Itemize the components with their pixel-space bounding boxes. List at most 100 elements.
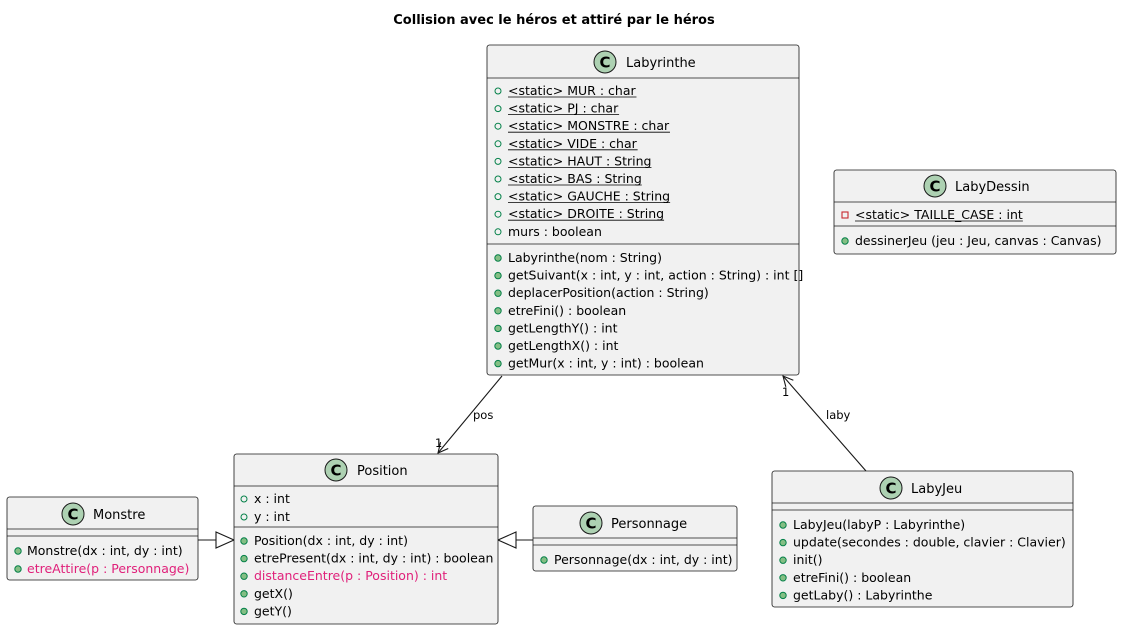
class-labyrinthe[interactable]: C Labyrinthe <static> MUR : char<static>… [486, 44, 803, 376]
public-method-icon [494, 342, 502, 350]
class-badge-icon: C [593, 50, 617, 74]
class-method: etreFini() : boolean [508, 303, 626, 318]
public-method-icon [779, 591, 787, 600]
public-method-icon [779, 521, 787, 529]
personnage-methods: Personnage(dx : int, dy : int) [540, 552, 733, 567]
class-personnage[interactable]: C Personnage Personnage(dx : int, dy : i… [532, 505, 738, 572]
public-attribute-icon [494, 105, 502, 113]
position-methods: Position(dx : int, dy : int) etrePresent(… [240, 533, 493, 618]
svg-text:C: C [885, 480, 896, 498]
class-method: Personnage(dx : int, dy : int) [554, 552, 733, 567]
generalization-personnage-edge [496, 531, 533, 549]
private-visibility-icon [841, 211, 849, 219]
class-method: getLaby() : Labyrinthe [793, 587, 933, 602]
class-method: LabyJeu(labyP : Labyrinthe) [793, 517, 965, 532]
class-method: getX() [254, 586, 293, 601]
class-badge-icon: C [879, 476, 903, 500]
class-attribute: <static> BAS : String [508, 171, 642, 186]
class-name-position: Position [357, 464, 408, 479]
public-attribute-icon [494, 175, 502, 183]
association-laby-multiplicity: 1 [782, 385, 789, 399]
public-method-icon [240, 537, 248, 545]
public-method-icon [779, 574, 787, 582]
labyrinthe-attributes: <static> MUR : char <static> PJ : char <st… [494, 83, 671, 239]
association-pos-label: pos [473, 408, 493, 422]
public-method-icon [494, 324, 502, 333]
class-attribute: y : int [254, 509, 290, 524]
class-attribute: x : int [254, 491, 290, 506]
public-method-icon [240, 572, 248, 580]
labydessin-attributes: <static> TAILLE_CASE : int [841, 207, 1023, 222]
class-method: Position(dx : int, dy : int) [254, 533, 408, 548]
class-method: dessinerJeu (jeu : Jeu, canvas : Canvas) [855, 233, 1101, 248]
class-method: Monstre(dx : int, dy : int) [27, 543, 183, 558]
generalization-monstre-edge [198, 531, 236, 549]
public-attribute-icon [494, 140, 502, 148]
class-method: distanceEntre(p : Position) : int [254, 568, 447, 583]
class-method: deplacerPosition(action : String) [508, 285, 709, 300]
public-attribute-icon [494, 193, 502, 201]
public-method-icon [494, 254, 502, 262]
labyjeu-methods: LabyJeu(labyP : Labyrinthe)update(second… [779, 517, 1066, 602]
association-pos-edge [438, 375, 503, 453]
class-name-personnage: Personnage [611, 517, 687, 532]
public-method-icon [841, 237, 849, 245]
class-method: getMur(x : int, y : int) : boolean [508, 356, 704, 371]
public-method-icon [494, 307, 502, 315]
class-method: getLengthX() : int [508, 338, 619, 353]
class-method: init() [793, 552, 823, 567]
class-attribute: <static> DROITE : String [508, 206, 664, 221]
svg-text:C: C [585, 515, 596, 533]
monstre-methods: Monstre(dx : int, dy : int) etreAttire(p … [14, 543, 189, 576]
svg-text:C: C [599, 54, 610, 72]
class-badge-icon: C [61, 502, 85, 526]
class-method: etreAttire(p : Personnage) [27, 561, 189, 576]
position-attributes: x : int y : int [240, 491, 290, 524]
labyrinthe-methods: Labyrinthe(nom : String) getSuivant(x : i… [494, 250, 803, 371]
public-attribute-icon [240, 495, 248, 503]
class-labydessin[interactable]: C LabyDessin <static> TAILLE_CASE : int … [833, 169, 1117, 255]
svg-text:C: C [67, 506, 78, 524]
class-method: getSuivant(x : int, y : int, action : St… [508, 268, 803, 283]
class-method: etrePresent(dx : int, dy : int) : boolea… [254, 551, 493, 566]
association-laby-label: laby [826, 408, 851, 422]
class-monstre[interactable]: C Monstre Monstre(dx : int, dy : int) etr… [6, 496, 199, 581]
class-position[interactable]: C Position x : int y : int Position(dx : … [233, 453, 499, 625]
class-attribute: <static> MUR : char [508, 83, 636, 98]
class-name-labyrinthe: Labyrinthe [626, 56, 696, 71]
class-name-monstre: Monstre [93, 508, 145, 523]
class-badge-icon: C [579, 511, 603, 535]
class-method: etreFini() : boolean [793, 570, 911, 585]
class-attribute: murs : boolean [508, 224, 602, 239]
class-badge-icon: C [923, 174, 947, 198]
class-name-labyjeu: LabyJeu [911, 482, 962, 497]
association-laby-edge [783, 376, 867, 472]
class-method: Labyrinthe(nom : String) [508, 250, 662, 265]
class-attribute: <static> TAILLE_CASE : int [855, 207, 1023, 222]
public-method-icon [240, 590, 248, 598]
class-attribute: <static> GAUCHE : String [508, 189, 670, 204]
public-method-icon [494, 271, 502, 280]
public-method-icon [494, 359, 502, 368]
diagram-title: Collision avec le héros et attiré par le… [393, 13, 715, 28]
public-method-icon [494, 289, 502, 297]
public-attribute-icon [494, 122, 502, 130]
public-method-icon [779, 556, 787, 564]
class-attribute: <static> MONSTRE : char [508, 118, 670, 133]
class-attribute: <static> HAUT : String [508, 153, 651, 168]
public-attribute-icon [494, 157, 502, 165]
public-attribute-icon [240, 513, 248, 521]
public-attribute-icon [494, 210, 502, 218]
public-method-icon [779, 538, 787, 547]
svg-text:C: C [330, 462, 341, 480]
public-method-icon [540, 556, 548, 564]
public-method-icon [240, 554, 248, 563]
class-labyjeu[interactable]: C LabyJeu LabyJeu(labyP : Labyrinthe)upd… [771, 470, 1074, 608]
class-name-labydessin: LabyDessin [955, 180, 1030, 195]
association-pos-multiplicity: 1 [435, 436, 442, 450]
class-method: getLengthY() : int [508, 320, 618, 335]
class-attribute: <static> VIDE : char [508, 136, 638, 151]
public-attribute-icon [494, 87, 502, 95]
class-attribute: <static> PJ : char [508, 101, 619, 116]
